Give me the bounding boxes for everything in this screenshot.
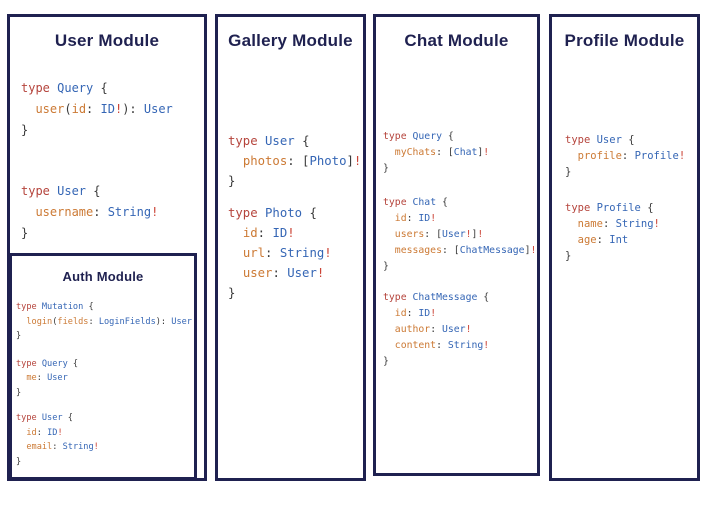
- code-auth-module: type Mutation { login(fields: LoginField…: [16, 300, 192, 469]
- code-chat-module: type Query { myChats: [Chat]!}type Chat …: [383, 129, 536, 370]
- code-line: }: [228, 286, 236, 300]
- code-line: email: String!: [26, 442, 99, 452]
- code-block: type ChatMessage { id: ID! author: User!…: [383, 290, 536, 370]
- code-block: type Chat { id: ID! users: [User!]! mess…: [383, 195, 536, 275]
- code-line: }: [383, 356, 389, 367]
- code-block: type Query { myChats: [Chat]!}: [383, 129, 536, 177]
- module-title-chat: Chat Module: [404, 31, 509, 50]
- code-block: type Query { me: User}: [16, 357, 192, 401]
- code-line: messages: [ChatMessage]!: [394, 245, 537, 256]
- code-line: username: String!: [35, 205, 159, 219]
- code-block: type Photo { id: ID! url: String! user: …: [228, 203, 361, 303]
- code-block: type User { username: String!}: [21, 181, 173, 244]
- module-title-auth: Auth Module: [62, 269, 144, 284]
- code-profile-module: type User { profile: Profile!}type Profi…: [565, 132, 685, 284]
- module-title-user: User Module: [54, 31, 160, 50]
- module-title-gallery: Gallery Module: [228, 31, 353, 50]
- code-line: type Query {: [383, 131, 454, 142]
- code-block: type User { profile: Profile!}: [565, 132, 685, 180]
- code-block: type Query { user(id: ID!): User}: [21, 78, 173, 141]
- code-line: }: [383, 163, 389, 174]
- code-line: id: ID!: [242, 226, 295, 240]
- code-line: content: String!: [394, 340, 490, 351]
- code-line: }: [16, 387, 22, 398]
- code-line: type Photo {: [228, 206, 317, 220]
- code-line: type User {: [21, 184, 101, 198]
- code-line: }: [565, 166, 572, 178]
- panel-gallery-module: Gallery Module type User { photos: [Phot…: [215, 14, 366, 481]
- code-gallery-module: type User { photos: [Photo]!}type Photo …: [228, 131, 361, 315]
- code-line: id: ID!: [394, 213, 437, 224]
- code-line: myChats: [Chat]!: [394, 147, 490, 158]
- code-line: user(id: ID!): User: [35, 102, 173, 116]
- code-line: }: [228, 174, 236, 188]
- panel-profile-module: Profile Module type User { profile: Prof…: [549, 14, 700, 481]
- code-line: type ChatMessage {: [383, 292, 490, 303]
- code-line: me: User: [26, 373, 68, 383]
- code-line: name: String!: [577, 218, 660, 230]
- code-block: type User { photos: [Photo]!}: [228, 131, 361, 191]
- code-line: type User {: [228, 134, 310, 148]
- code-line: type Chat {: [383, 197, 448, 208]
- code-line: }: [21, 123, 29, 137]
- code-line: photos: [Photo]!: [242, 154, 362, 168]
- code-line: }: [21, 226, 29, 240]
- code-line: }: [16, 331, 22, 341]
- code-line: type Query {: [16, 358, 79, 369]
- code-line: }: [383, 261, 389, 272]
- code-line: id: ID!: [26, 427, 63, 438]
- code-line: }: [565, 250, 572, 262]
- code-line: user: User!: [242, 266, 325, 280]
- code-block: type User { id: ID! email: String!}: [16, 411, 192, 469]
- code-block: type Profile { name: String! age: Int}: [565, 200, 685, 264]
- code-line: profile: Profile!: [577, 150, 686, 162]
- code-line: age: Int: [577, 234, 629, 246]
- code-line: users: [User!]!: [394, 229, 484, 240]
- code-line: id: ID!: [394, 308, 437, 319]
- module-title-profile: Profile Module: [564, 31, 685, 50]
- code-line: type User {: [16, 413, 73, 423]
- panel-chat-module: Chat Module type Query { myChats: [Chat]…: [373, 14, 540, 476]
- code-block: type Mutation { login(fields: LoginField…: [16, 300, 192, 344]
- code-line: }: [16, 456, 22, 467]
- code-line: author: User!: [394, 324, 472, 335]
- code-line: type Profile {: [565, 202, 654, 214]
- code-line: type User {: [565, 134, 635, 146]
- code-line: type Mutation {: [16, 302, 94, 312]
- code-line: login(fields: LoginFields): User: [26, 316, 192, 327]
- code-line: type Query {: [21, 81, 108, 95]
- code-line: url: String!: [242, 246, 332, 260]
- code-user-module: type Query { user(id: ID!): User}type Us…: [21, 78, 173, 284]
- panel-auth-module: Auth Module type Mutation { login(fields…: [9, 253, 197, 480]
